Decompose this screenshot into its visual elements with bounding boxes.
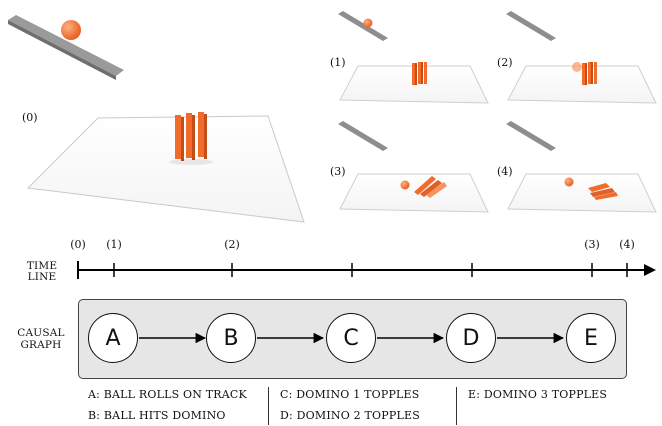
scene-1 <box>338 11 489 104</box>
ball <box>564 177 574 187</box>
ball <box>572 62 582 72</box>
scene-label-1: (1) <box>330 56 346 69</box>
legend-separator <box>456 387 457 425</box>
ramp-track <box>8 15 124 76</box>
scene-3 <box>338 121 489 213</box>
scene-2 <box>506 11 657 104</box>
tick-label-1: (1) <box>106 238 122 251</box>
timeline-axis <box>77 261 656 279</box>
tick-label-0: (0) <box>70 238 86 251</box>
legend-b: B: BALL HITS DOMINO <box>88 409 226 422</box>
node-c: C <box>326 313 376 363</box>
floor-plane <box>507 173 657 213</box>
legend-c: C: DOMINO 1 TOPPLES <box>280 388 420 401</box>
scene-label-0: (0) <box>22 111 38 124</box>
tick-label-2: (2) <box>224 238 240 251</box>
tick-label-4: (4) <box>619 238 635 251</box>
node-a: A <box>88 313 138 363</box>
floor-plane <box>339 173 489 213</box>
floor-plane <box>26 115 305 223</box>
node-e: E <box>566 313 616 363</box>
tick-label-3: (3) <box>584 238 600 251</box>
legend-e: E: DOMINO 3 TOPPLES <box>468 388 608 401</box>
scene-label-4: (4) <box>497 165 513 178</box>
scene-4 <box>506 121 657 213</box>
ball <box>61 20 81 40</box>
timeline-caption: TIME LINE <box>26 260 58 283</box>
scene-0 <box>8 15 305 223</box>
legend-a: A: BALL ROLLS ON TRACK <box>88 388 247 401</box>
causal-graph-caption: CAUSAL GRAPH <box>17 327 65 351</box>
node-b: B <box>206 313 256 363</box>
legend-separator <box>268 387 269 425</box>
legend-d: D: DOMINO 2 TOPPLES <box>280 409 420 422</box>
scene-label-2: (2) <box>497 56 513 69</box>
node-d: D <box>446 313 496 363</box>
dominoes <box>169 112 213 165</box>
ball <box>363 18 373 28</box>
ball <box>400 180 410 190</box>
scene-label-3: (3) <box>330 165 346 178</box>
